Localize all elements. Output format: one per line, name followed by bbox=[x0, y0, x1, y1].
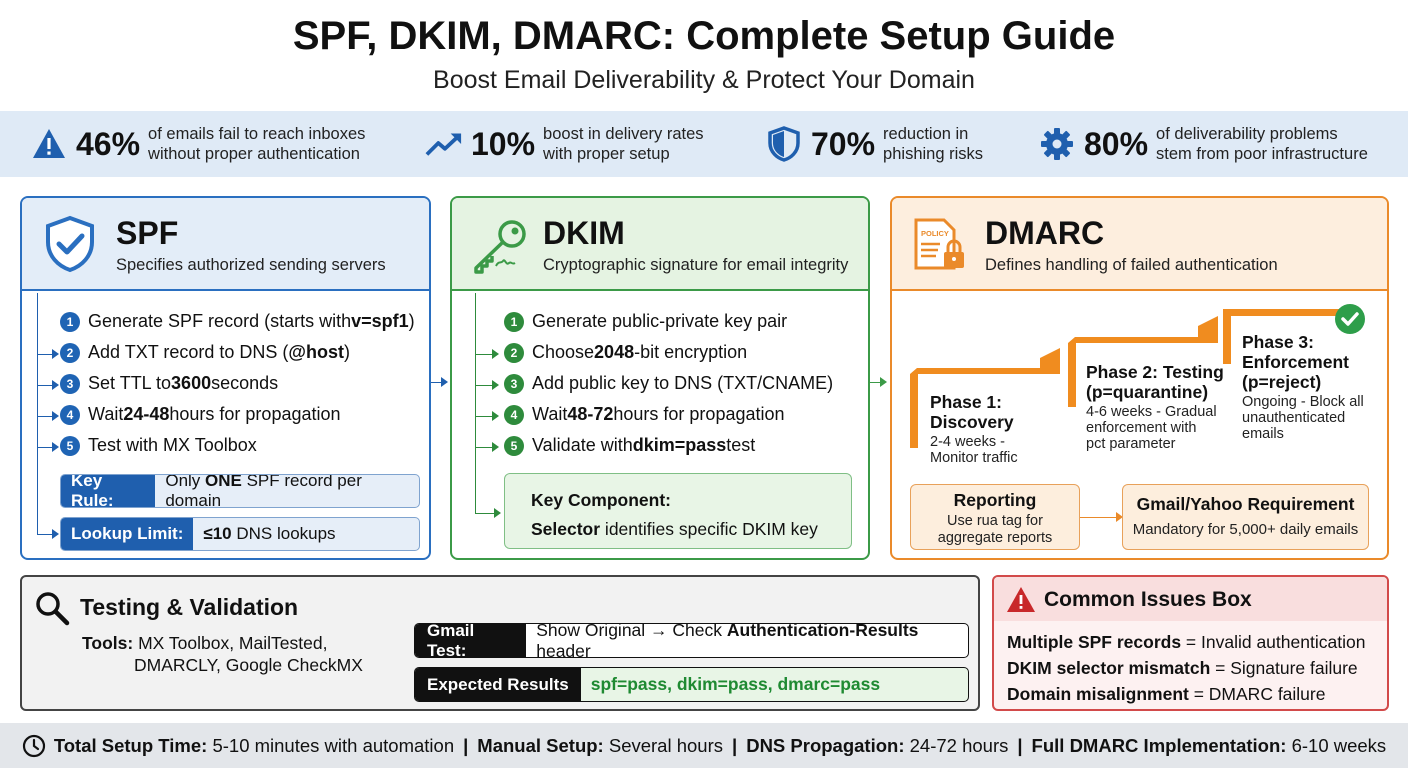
spf-connector bbox=[37, 293, 38, 534]
spf-lookup-limit: Lookup Limit: ≤10 DNS lookups bbox=[60, 517, 420, 551]
stat-value: 70% bbox=[811, 125, 876, 162]
testing-box: Testing & Validation Tools: MX Toolbox, … bbox=[20, 575, 980, 711]
issue-item: Domain misalignment = DMARC failure bbox=[1007, 684, 1326, 704]
arrow-right-icon bbox=[494, 508, 501, 518]
search-icon bbox=[34, 590, 70, 631]
arrow-right-icon bbox=[441, 377, 448, 387]
arrow-right-icon bbox=[880, 377, 887, 387]
expected-results-row: Expected Results spf=pass, dkim=pass, dm… bbox=[414, 667, 969, 702]
stat-value: 10% bbox=[471, 125, 536, 162]
dkim-title: DKIM bbox=[543, 215, 625, 251]
testing-title: Testing & Validation bbox=[80, 594, 299, 620]
footer-item: Manual Setup: Several hours bbox=[477, 734, 724, 756]
shield-icon bbox=[765, 125, 803, 163]
dmarc-phase-staircase bbox=[910, 304, 1365, 448]
dmarc-header: POLICY DMARC Defines handling of failed … bbox=[892, 198, 1387, 291]
footer-item: Full DMARC Implementation: 6-10 weeks bbox=[1031, 734, 1387, 756]
shield-check-icon bbox=[40, 214, 100, 274]
issue-item: Multiple SPF records = Invalid authentic… bbox=[1007, 632, 1366, 652]
issues-title: Common Issues Box bbox=[1044, 588, 1252, 611]
dkim-header: DKIM Cryptographic signature for email i… bbox=[452, 198, 868, 291]
dkim-card: DKIM Cryptographic signature for email i… bbox=[450, 196, 870, 560]
dmarc-subtitle: Defines handling of failed authenticatio… bbox=[985, 256, 1278, 274]
flow-arrow bbox=[431, 382, 443, 383]
issue-item: DKIM selector mismatch = Signature failu… bbox=[1007, 658, 1358, 678]
footer-bar: Total Setup Time: 5-10 minutes with auto… bbox=[0, 723, 1408, 768]
footer-item: DNS Propagation: 24-72 hours bbox=[746, 734, 1009, 756]
dkim-key-component: Key Component: Selector identifies speci… bbox=[504, 473, 852, 549]
arrow-right-icon bbox=[492, 380, 499, 390]
arrow-right-icon bbox=[492, 411, 499, 421]
spf-header: SPF Specifies authorized sending servers bbox=[22, 198, 429, 291]
warning-icon bbox=[1006, 586, 1036, 618]
arrow-right-icon bbox=[492, 442, 499, 452]
dmarc-card: POLICY DMARC Defines handling of failed … bbox=[890, 196, 1389, 560]
arrow-right-icon bbox=[52, 380, 59, 390]
dmarc-phase-3: Phase 3:Enforcement(p=reject) Ongoing - … bbox=[1242, 332, 1364, 442]
stat-value: 46% bbox=[76, 125, 141, 162]
spf-title: SPF bbox=[116, 215, 179, 251]
spf-key-rule: Key Rule: Only ONE SPF record per domain bbox=[60, 474, 420, 508]
arrow-right-icon bbox=[52, 529, 59, 539]
dmarc-gmail-yahoo-box: Gmail/Yahoo Requirement Mandatory for 5,… bbox=[1122, 484, 1369, 550]
arrow-right-icon bbox=[1116, 512, 1123, 522]
stat-value: 80% bbox=[1084, 125, 1149, 162]
gmail-test-row: Gmail Test: Show Original → Check Authen… bbox=[414, 623, 969, 658]
dkim-connector bbox=[475, 293, 476, 513]
arrow-right-icon bbox=[52, 442, 59, 452]
key-signature-icon bbox=[470, 214, 530, 274]
dmarc-title: DMARC bbox=[985, 215, 1105, 251]
testing-tools: Tools: MX Toolbox, MailTested, DMARCLY, … bbox=[82, 633, 363, 675]
page-title: SPF, DKIM, DMARC: Complete Setup Guide bbox=[292, 14, 1116, 58]
arrow-right-icon bbox=[52, 349, 59, 359]
flow-arrow bbox=[869, 382, 881, 383]
page-subtitle: Boost Email Deliverability & Protect You… bbox=[433, 66, 975, 94]
footer-item: Total Setup Time: 5-10 minutes with auto… bbox=[53, 734, 455, 756]
arrow-right-icon bbox=[492, 349, 499, 359]
clock-icon bbox=[22, 734, 46, 758]
issues-list: Multiple SPF records = Invalid authentic… bbox=[1007, 629, 1365, 707]
dkim-subtitle: Cryptographic signature for email integr… bbox=[543, 256, 849, 274]
policy-lock-icon: POLICY bbox=[910, 214, 970, 274]
spf-subtitle: Specifies authorized sending servers bbox=[116, 256, 386, 274]
warning-icon bbox=[30, 125, 68, 163]
gear-icon bbox=[1038, 125, 1076, 163]
common-issues-box: Common Issues Box Multiple SPF records =… bbox=[992, 575, 1389, 711]
arrow-right-icon bbox=[52, 411, 59, 421]
dmarc-phase-2: Phase 2: Testing(p=quarantine) 4-6 weeks… bbox=[1086, 362, 1224, 452]
trend-up-icon bbox=[425, 125, 463, 163]
flow-arrow bbox=[1080, 517, 1118, 518]
svg-text:POLICY: POLICY bbox=[921, 229, 949, 238]
dmarc-phase-1: Phase 1:Discovery 2-4 weeks -Monitor tra… bbox=[930, 392, 1018, 466]
spf-card: SPF Specifies authorized sending servers… bbox=[20, 196, 431, 560]
